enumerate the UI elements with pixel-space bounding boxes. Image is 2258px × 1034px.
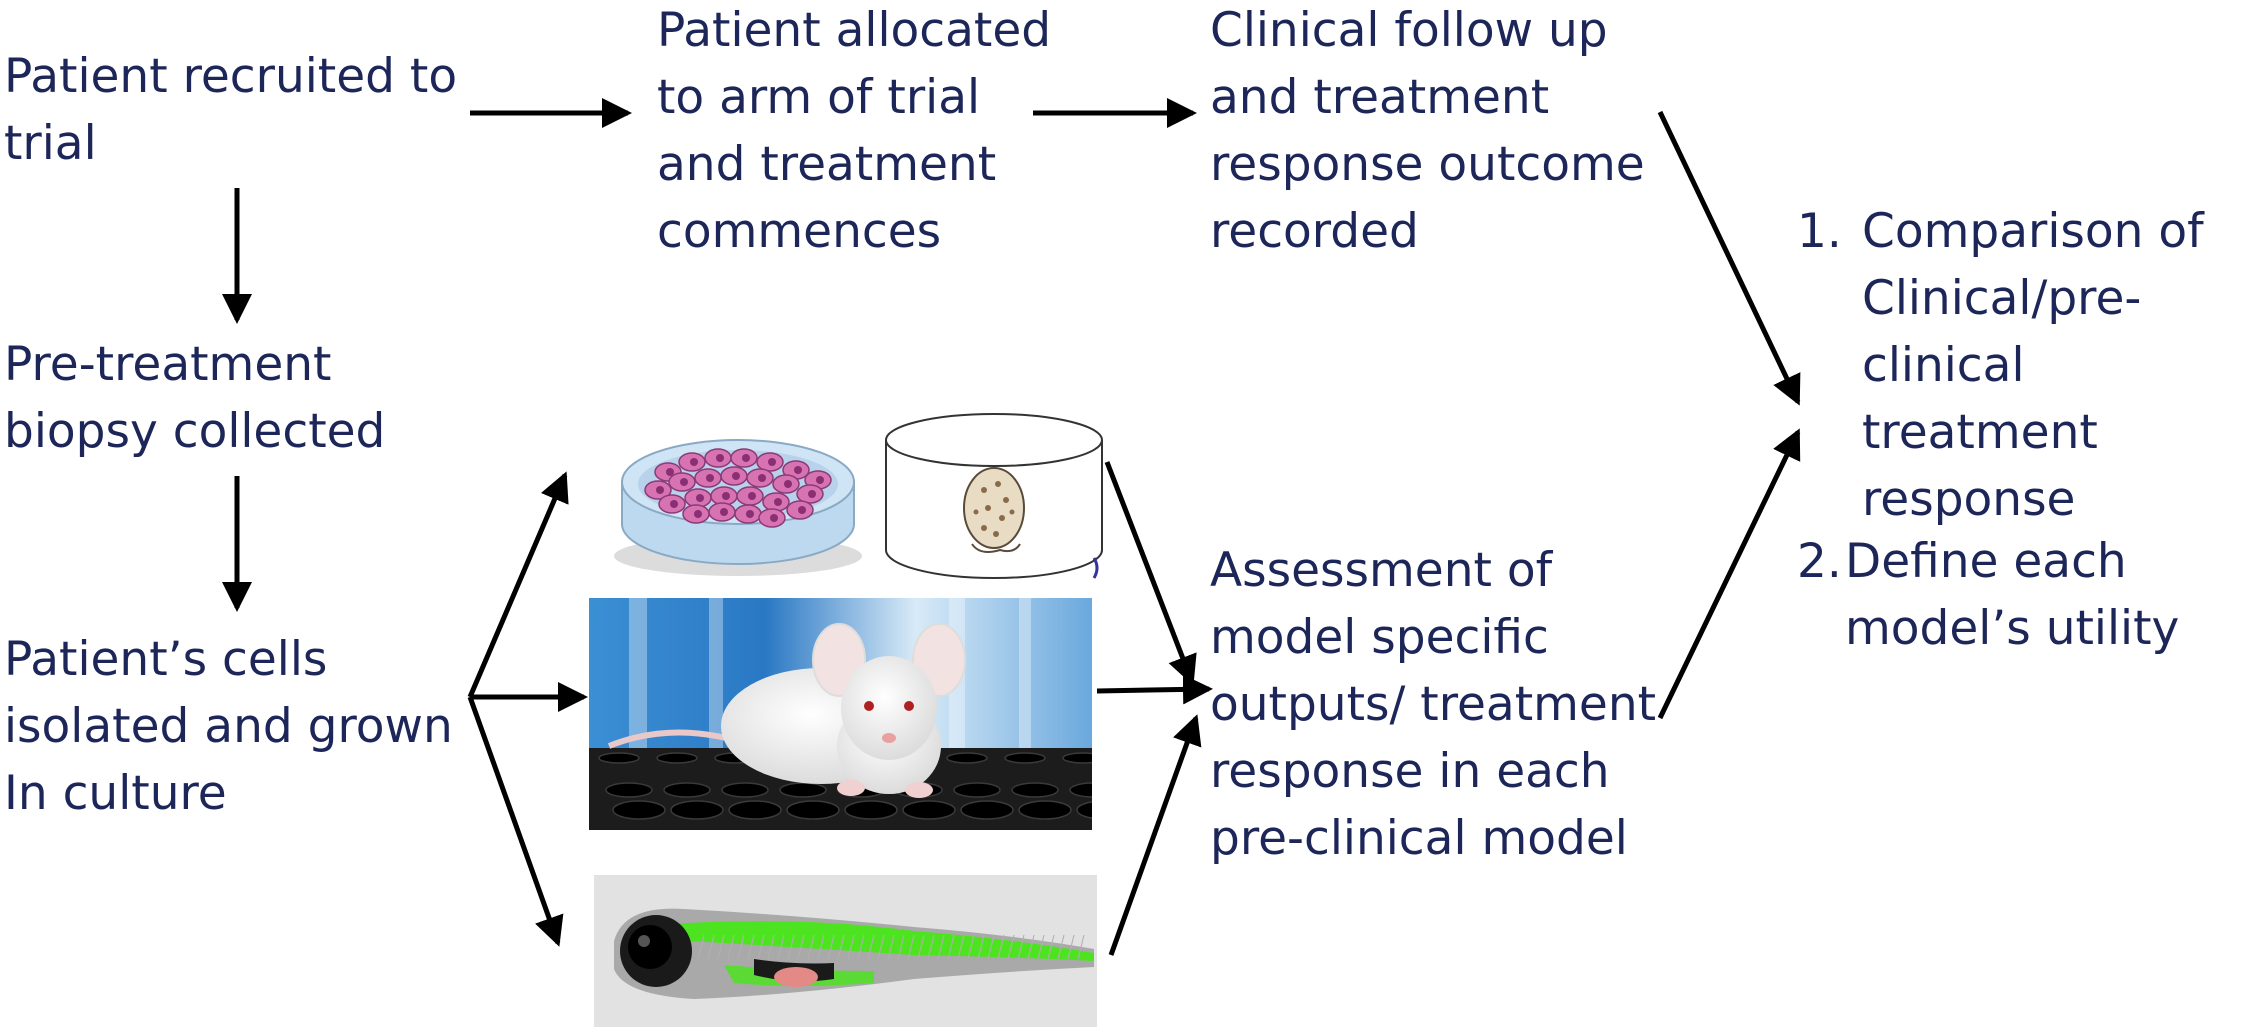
spheroid-well-image: [885, 413, 1103, 579]
culture-dish-image: [614, 439, 862, 576]
arrow-cells-to-in-vitro: [467, 471, 569, 698]
outcome-number-1: 1.: [1797, 204, 1842, 259]
arrow-mouse-to-assessment: [1096, 674, 1213, 705]
node-pretreatment-biopsy: Pre-treatment biopsy collected: [4, 337, 386, 459]
outcome-text-1: Comparison of Clinical/pre- clinical tre…: [1862, 204, 2204, 527]
arrow-in-vitro-to-assessment: [1104, 461, 1197, 686]
culture-cells: [644, 448, 832, 528]
arrow-follow-up-to-comparison: [1657, 110, 1801, 406]
zebrafish-segments: [697, 934, 1085, 960]
arrow-cells-to-zebrafish: [467, 696, 564, 947]
mouse-model-image: [589, 598, 1092, 830]
zebrafish-model-image: [594, 875, 1097, 1027]
node-patient-cells: Patient’s cells isolated and grown In cu…: [4, 632, 453, 821]
node-patient-allocated: Patient allocated to arm of trial and tr…: [657, 3, 1052, 259]
node-patient-recruited: Patient recruited to trial: [4, 49, 458, 171]
node-clinical-follow-up: Clinical follow up and treatment respons…: [1210, 3, 1645, 259]
node-assessment: Assessment of model specific outputs/ tr…: [1210, 543, 1657, 866]
outcome-text-2: Define each model’s utility: [1845, 534, 2180, 656]
arrow-zebrafish-to-assessment: [1108, 714, 1202, 956]
outcome-number-2: 2.: [1797, 534, 1842, 589]
arrow-assessment-to-comparison: [1657, 428, 1801, 720]
